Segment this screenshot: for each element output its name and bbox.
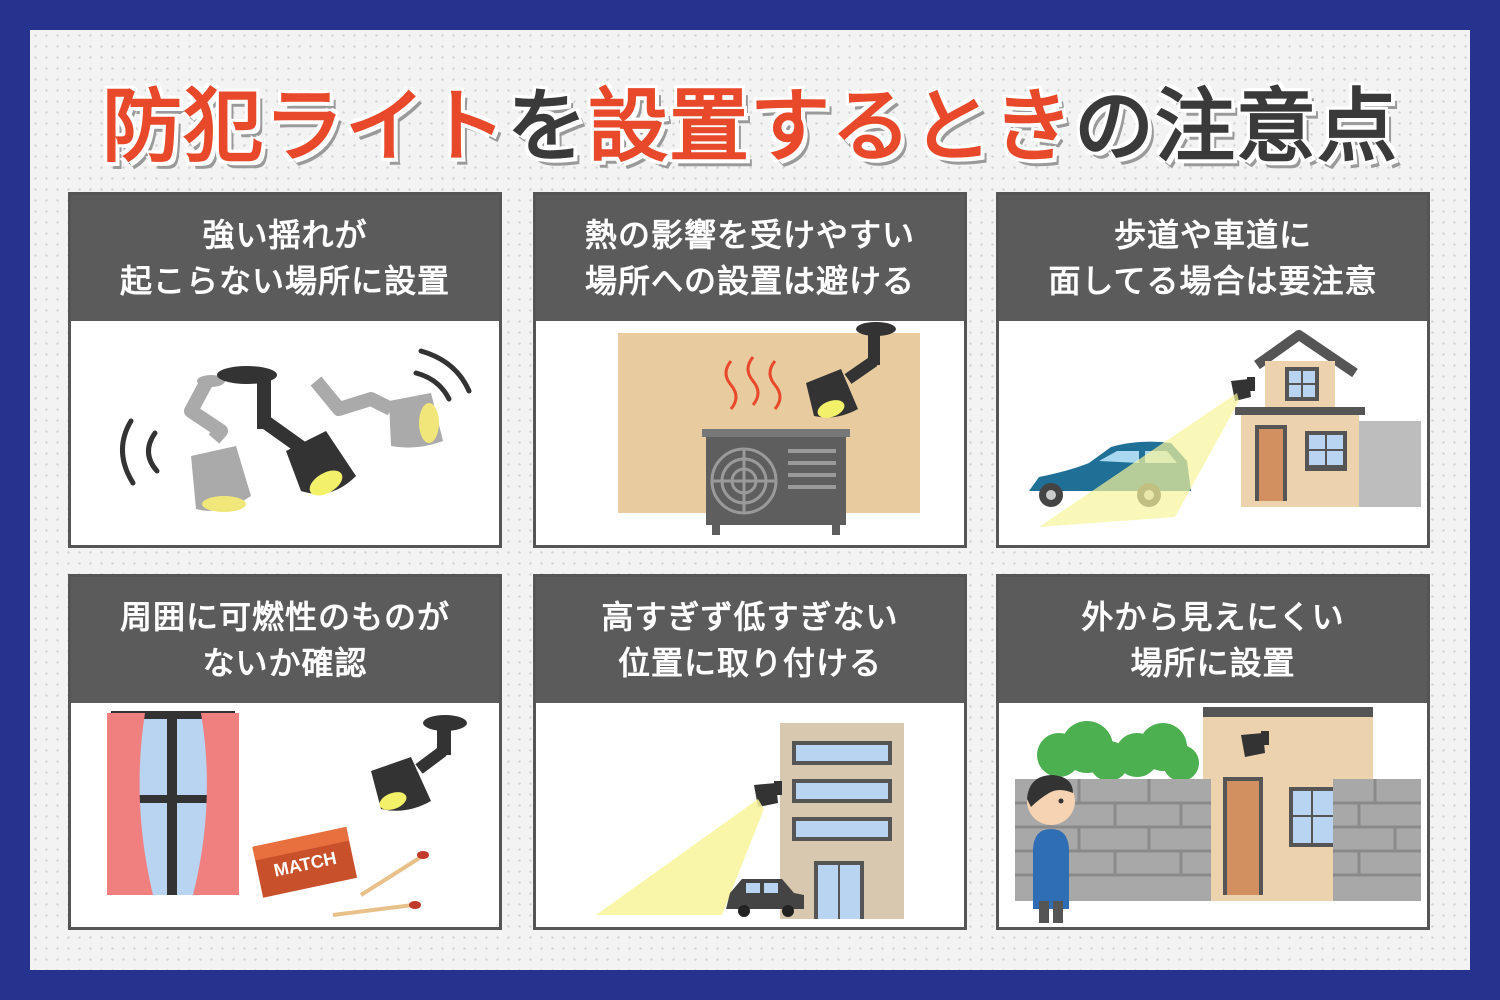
card-title-line-1: 歩道や車道に <box>1113 216 1312 254</box>
card-header: 高すぎず低すぎない 位置に取り付ける <box>536 577 964 703</box>
card-title-line-2: 場所に設置 <box>1130 644 1296 682</box>
card-title-line-1: 熱の影響を受けやすい <box>584 216 915 254</box>
swaying-lights-icon <box>120 348 472 512</box>
card-header: 歩道や車道に 面してる場合は要注意 <box>999 195 1427 321</box>
title-part-2: を <box>507 80 588 173</box>
card-title-line-2: 場所への設置は避ける <box>584 262 915 300</box>
title-part-1: 防犯ライト <box>102 80 507 173</box>
card-title-line-1: 外から見えにくい <box>1081 598 1345 636</box>
house-car-light-icon <box>1029 330 1421 527</box>
card-title-line-1: 強い揺れが <box>202 216 368 254</box>
card-header: 強い揺れが 起こらない場所に設置 <box>71 195 499 321</box>
card-title-line-2: ないか確認 <box>202 644 368 682</box>
card-header: 熱の影響を受けやすい 場所への設置は避ける <box>536 195 964 321</box>
card-hidden-location: 外から見えにくい 場所に設置 <box>996 574 1430 930</box>
card-proper-height: 高すぎず低すぎない 位置に取り付ける <box>533 574 967 930</box>
card-stable-location: 強い揺れが 起こらない場所に設置 <box>68 192 502 548</box>
card-title-line-1: 高すぎず低すぎない <box>601 598 899 636</box>
card-header: 周囲に可燃性のものが ないか確認 <box>71 577 499 703</box>
hidden-light-icon <box>1015 707 1421 923</box>
title-part-4: の注意点 <box>1074 80 1398 173</box>
card-avoid-heat: 熱の影響を受けやすい 場所への設置は避ける <box>533 192 967 548</box>
building-light-icon <box>596 723 904 919</box>
card-near-road: 歩道や車道に 面してる場合は要注意 <box>996 192 1430 548</box>
card-title-line-2: 面してる場合は要注意 <box>1048 262 1378 300</box>
ac-unit-heat-icon <box>618 322 920 535</box>
card-title-line-1: 周囲に可燃性のものが <box>119 598 450 636</box>
curtain-matches-icon: MATCH <box>107 711 467 917</box>
page-title: 防犯ライトを設置するときの注意点 <box>0 62 1500 178</box>
title-part-3: 設置するとき <box>588 80 1074 173</box>
card-no-flammables: 周囲に可燃性のものが ないか確認 MATCH <box>68 574 502 930</box>
card-title-line-2: 起こらない場所に設置 <box>119 262 450 300</box>
card-title-line-2: 位置に取り付ける <box>617 644 882 682</box>
card-header: 外から見えにくい 場所に設置 <box>999 577 1427 703</box>
